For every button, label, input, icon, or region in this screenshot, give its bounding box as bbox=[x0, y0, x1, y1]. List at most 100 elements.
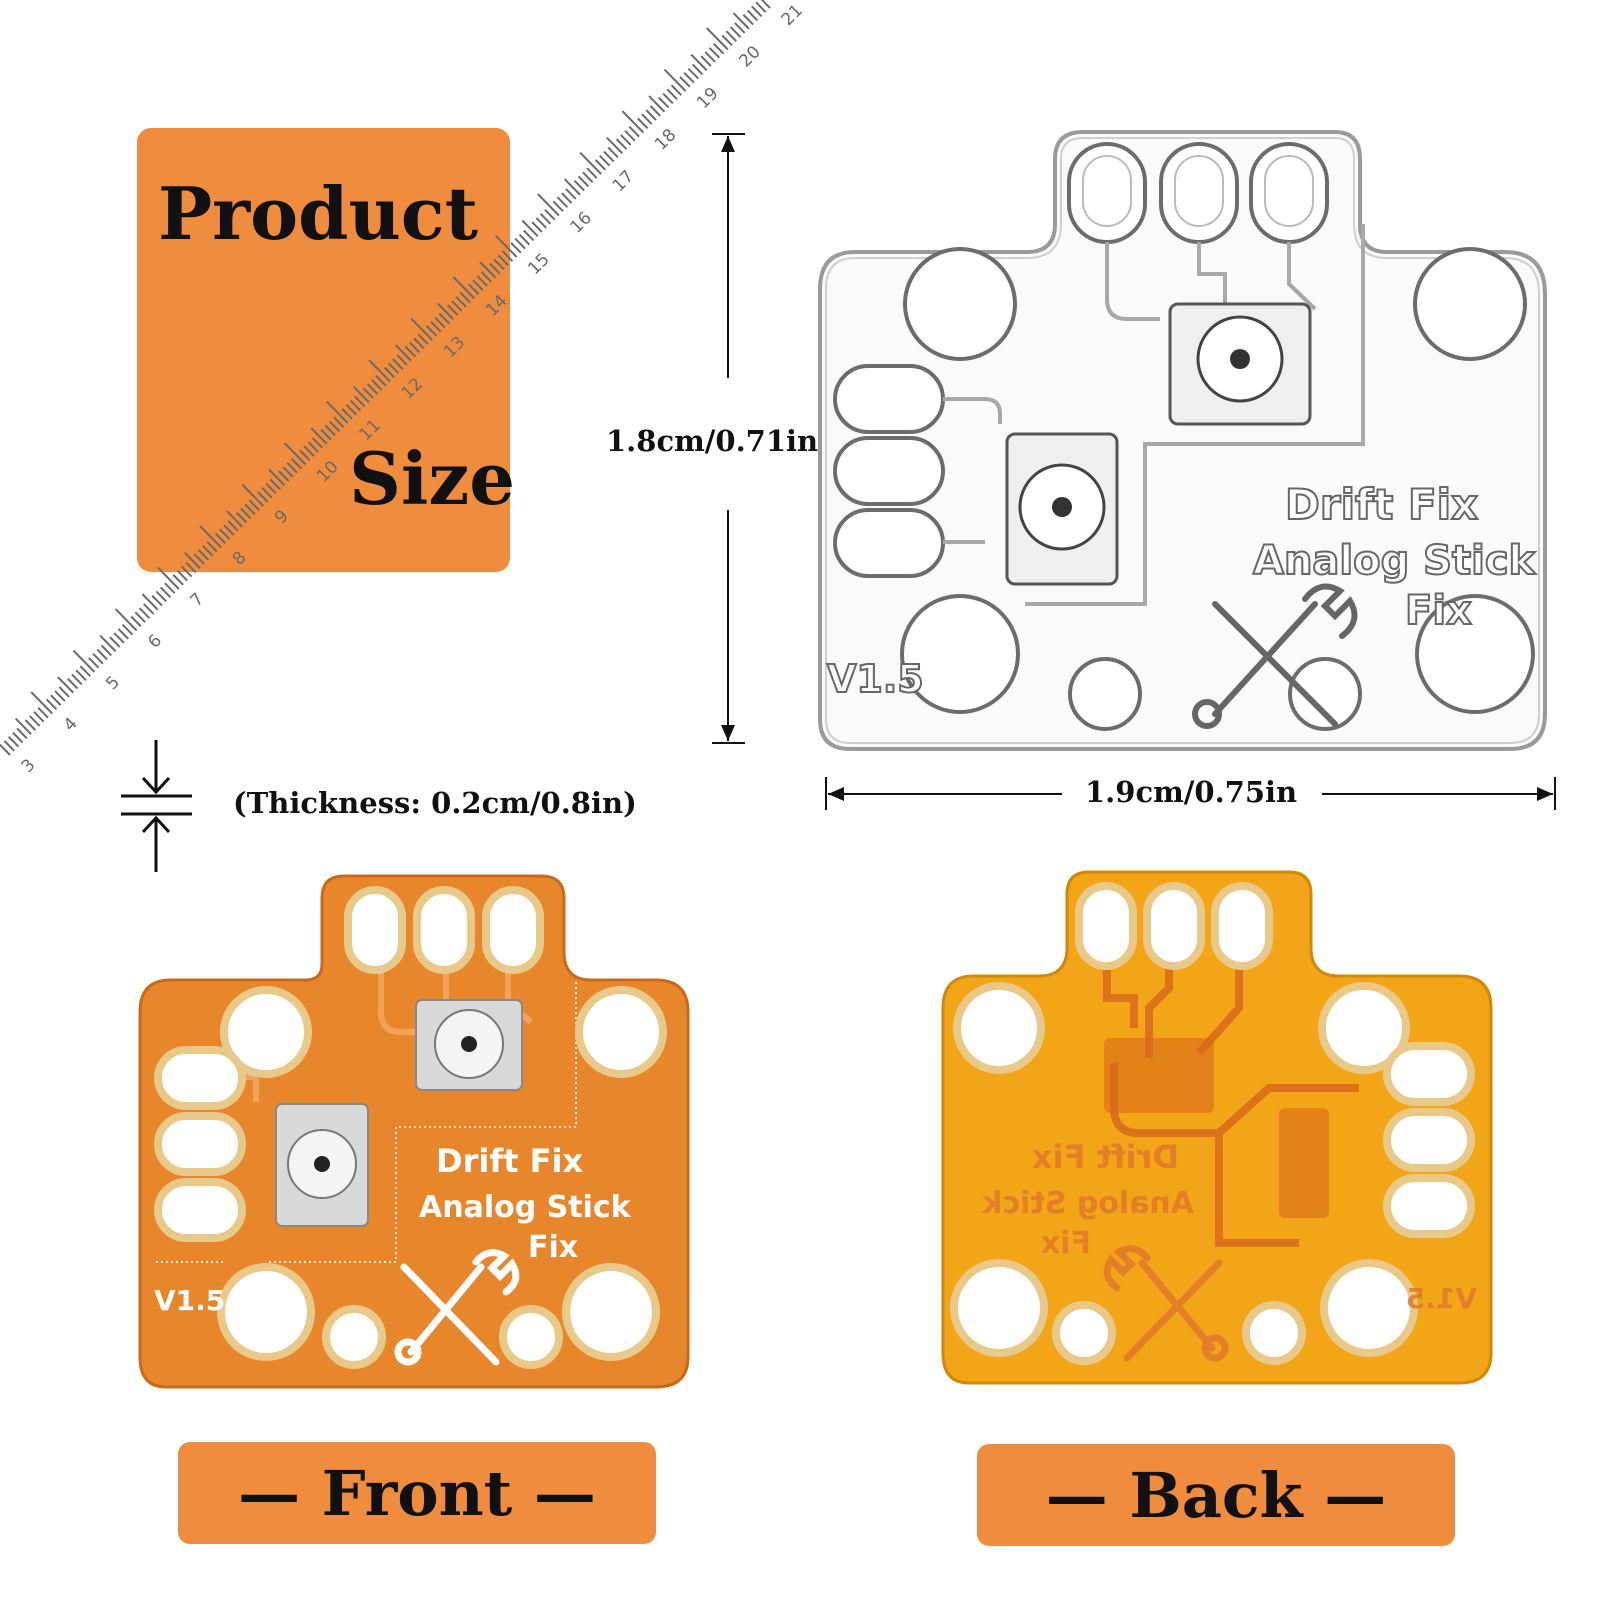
ruler-tick bbox=[599, 155, 611, 167]
front-text-line2: Analog Stick bbox=[419, 1190, 632, 1225]
ruler-tick bbox=[691, 63, 704, 76]
ruler-tick bbox=[468, 283, 480, 296]
ruler-tick bbox=[226, 510, 243, 528]
ruler-tick bbox=[708, 47, 721, 59]
ruler-tick bbox=[383, 366, 395, 379]
ruler-tick bbox=[700, 55, 712, 67]
ruler-tick bbox=[413, 337, 425, 350]
ruler-tick bbox=[459, 291, 471, 304]
pcb-back-photo: Drift Fix Analog Stick Fix V1.5 bbox=[941, 870, 1493, 1385]
ruler-tick bbox=[396, 354, 408, 366]
ruler-tick bbox=[324, 424, 336, 437]
ruler-number: 15 bbox=[524, 250, 553, 279]
ruler-tick bbox=[75, 669, 87, 682]
ruler-tick bbox=[577, 175, 590, 188]
ruler-tick bbox=[480, 271, 493, 283]
ruler-tick bbox=[151, 594, 163, 607]
ruler-tick bbox=[537, 193, 560, 217]
back-version: V1.5 bbox=[1406, 1282, 1477, 1315]
ruler-tick bbox=[637, 117, 649, 130]
ruler-tick bbox=[248, 499, 260, 511]
ruler-number: 13 bbox=[440, 333, 469, 362]
ruler-number: 10 bbox=[313, 457, 342, 486]
ruler-tick bbox=[349, 399, 362, 412]
ruler-tick bbox=[582, 171, 594, 184]
ruler-tick bbox=[721, 34, 733, 47]
height-label: 1.8cm/0.71in bbox=[606, 424, 819, 458]
ruler-tick bbox=[240, 507, 252, 520]
ruler-tick bbox=[352, 385, 370, 403]
ruler-tick bbox=[742, 13, 754, 26]
ruler-tick bbox=[30, 691, 53, 715]
ruler-tick bbox=[71, 673, 83, 686]
ruler-tick bbox=[410, 317, 433, 341]
ruler-number: 12 bbox=[398, 374, 427, 403]
ruler-tick bbox=[24, 719, 37, 731]
ruler-tick bbox=[539, 213, 552, 225]
ruler-tick bbox=[641, 113, 653, 125]
ruler-tick bbox=[494, 234, 518, 258]
ruler-number: 7 bbox=[187, 589, 209, 611]
ruler-tick bbox=[729, 26, 742, 38]
ruler-tick bbox=[57, 676, 75, 694]
ruler-tick bbox=[663, 68, 687, 92]
ruler-tick bbox=[3, 740, 15, 752]
ruler-tick bbox=[455, 296, 467, 308]
ruler-tick bbox=[523, 229, 535, 242]
ruler-tick bbox=[155, 590, 167, 603]
ruler-tick bbox=[620, 134, 632, 146]
ruler-tick bbox=[755, 1, 767, 13]
ruler-number: 20 bbox=[735, 42, 764, 71]
ruler-tick bbox=[114, 608, 138, 632]
pcb-outline-sketch: Drift Fix Analog Stick Fix V1.5 bbox=[818, 130, 1547, 751]
back-label: — Back — bbox=[977, 1444, 1455, 1546]
ruler-tick bbox=[687, 67, 699, 80]
ruler-tick bbox=[37, 706, 49, 719]
ruler-tick bbox=[521, 219, 539, 237]
ruler-tick bbox=[244, 503, 256, 516]
ruler-tick bbox=[438, 312, 450, 325]
ruler-tick bbox=[143, 603, 155, 615]
ruler-tick bbox=[197, 549, 210, 561]
ruler-number: 19 bbox=[693, 84, 722, 113]
ruler-tick bbox=[134, 611, 146, 623]
wrench-screwdriver-icon bbox=[1192, 583, 1358, 729]
ruler-tick bbox=[734, 22, 746, 34]
ruler-tick bbox=[489, 262, 501, 275]
ruler-tick bbox=[594, 159, 607, 171]
ruler-tick bbox=[92, 653, 104, 665]
ruler-tick bbox=[45, 698, 58, 711]
ruler-tick bbox=[666, 88, 678, 101]
ruler-tick bbox=[746, 9, 759, 22]
ruler-tick bbox=[556, 196, 569, 208]
ruler-tick bbox=[282, 466, 294, 478]
ruler-tick bbox=[7, 736, 20, 748]
ruler-tick bbox=[113, 632, 125, 644]
ruler-tick bbox=[261, 487, 273, 499]
ruler-tick bbox=[141, 593, 159, 611]
sketch-text-line1: Drift Fix bbox=[1285, 480, 1478, 529]
ruler-tick bbox=[311, 437, 324, 449]
ruler-number: 5 bbox=[102, 672, 124, 694]
ruler-tick bbox=[183, 551, 201, 569]
width-label: 1.9cm/0.75in bbox=[1085, 775, 1298, 809]
ruler-tick bbox=[0, 743, 11, 756]
ruler-tick bbox=[193, 553, 205, 565]
ruler-tick bbox=[130, 615, 142, 628]
ruler-tick bbox=[354, 395, 366, 408]
ruler-tick bbox=[33, 711, 45, 723]
ruler-tick bbox=[199, 525, 222, 549]
ruler-tick bbox=[615, 138, 628, 150]
pcb-front-photo: Drift Fix Analog Stick Fix V1.5 bbox=[138, 874, 690, 1389]
ruler-tick bbox=[257, 491, 269, 503]
ruler-tick bbox=[434, 316, 446, 329]
ruler-tick bbox=[88, 657, 100, 669]
ruler-tick bbox=[269, 478, 281, 491]
ruler-tick bbox=[202, 545, 214, 557]
ruler-tick bbox=[510, 242, 522, 254]
ruler-tick bbox=[603, 150, 615, 163]
ruler-tick bbox=[732, 12, 750, 30]
ruler-tick bbox=[290, 457, 303, 470]
front-text-line1: Drift Fix bbox=[436, 1142, 584, 1180]
ruler-tick bbox=[223, 524, 235, 536]
